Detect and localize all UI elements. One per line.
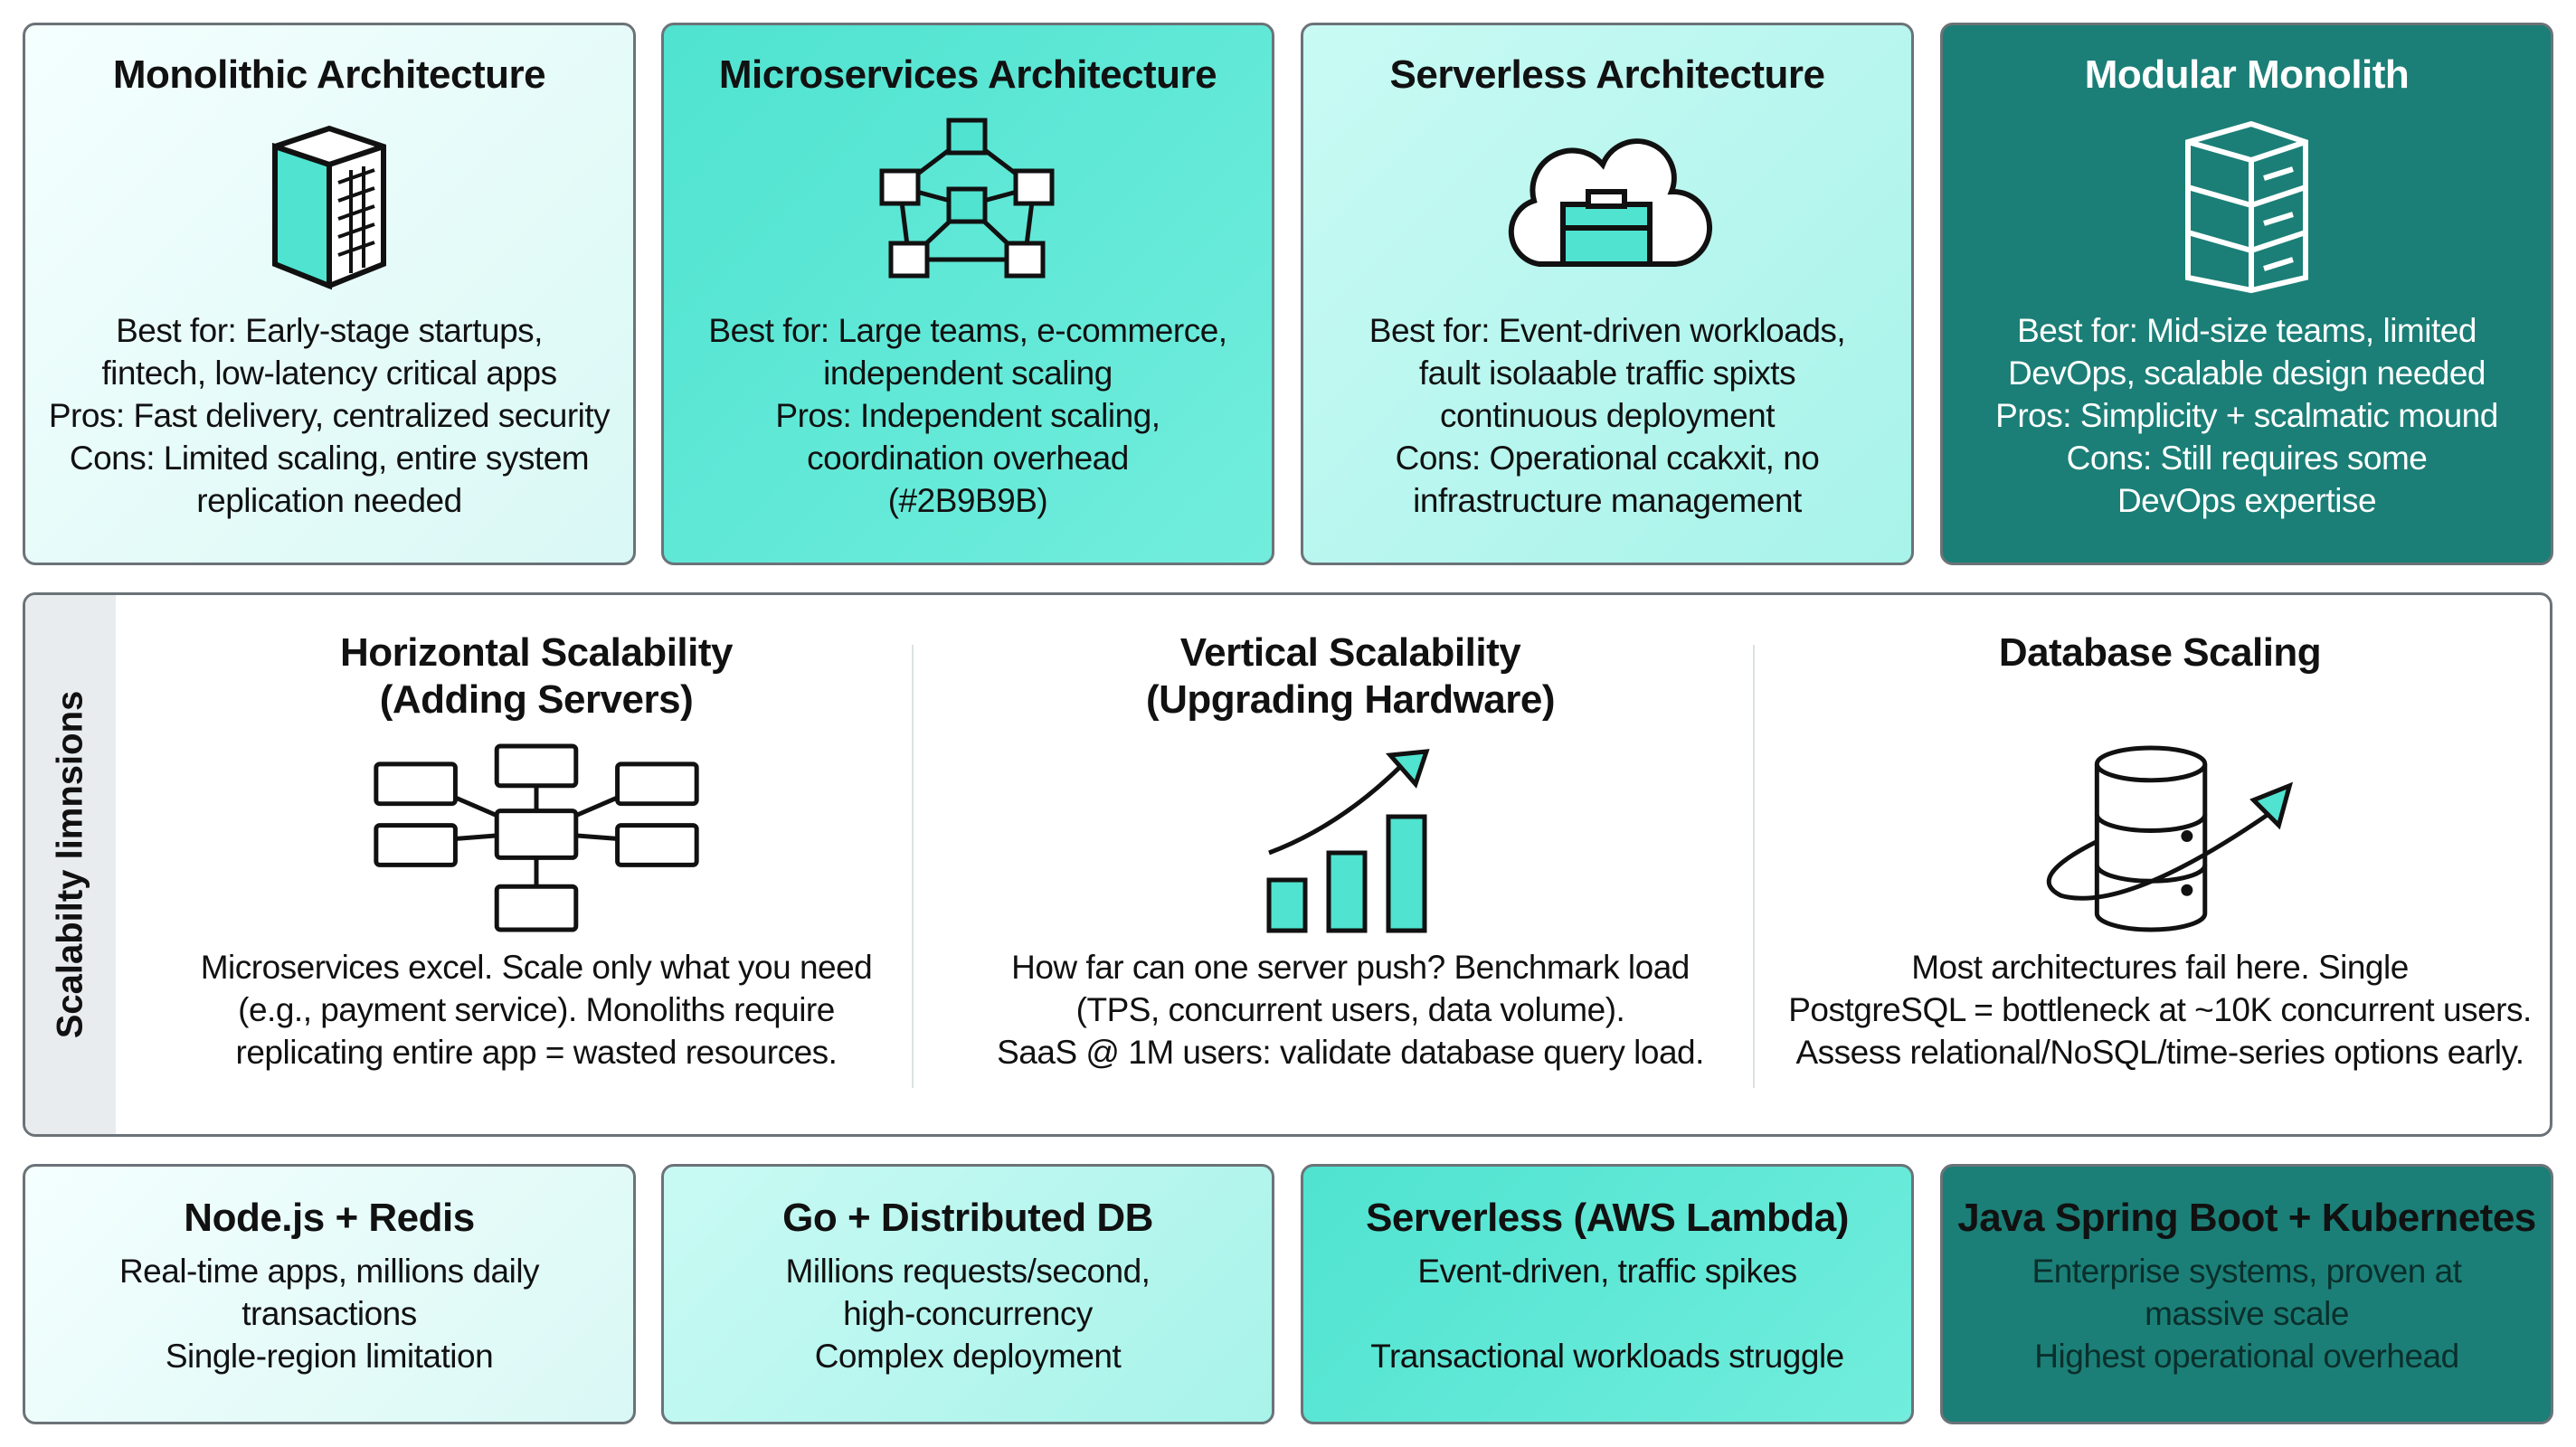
stack-line: Real-time apps, millions daily — [118, 1253, 540, 1290]
card-line: replication needed — [196, 482, 462, 519]
card-line: Best for: Mid-size teams, limited — [2017, 312, 2477, 349]
column-line: PostgreSQL = bottleneck at ~10K concurre… — [1788, 991, 2532, 1028]
card-title: Serverless Architecture — [1389, 52, 1825, 97]
column-title: Horizontal Scalability — [340, 630, 733, 675]
stack-line: Event-driven, traffic spikes — [1417, 1253, 1797, 1290]
stack-title: Java Spring Boot + Kubernetes — [1957, 1196, 2536, 1240]
column-line: replicating entire app = wasted resource… — [235, 1034, 838, 1071]
stack-line: Enterprise systems, proven at — [2031, 1253, 2462, 1290]
card-line: continuous deployment — [1439, 397, 1776, 434]
horizontal-scalability: Horizontal Scalability(Adding Servers) M… — [134, 595, 939, 1134]
stack-line-spacer — [1370, 1292, 1844, 1335]
database-scaling: Database Scaling Most architectures fail… — [1771, 595, 2549, 1134]
card-line: Cons: Limited scaling, entire system — [69, 440, 590, 477]
stack-line: Millions requests/second, — [785, 1253, 1151, 1290]
card-line: Cons: Operational ccakxit, no — [1395, 440, 1820, 477]
card-line: infrastructure management — [1413, 482, 1802, 519]
card-title: Microservices Architecture — [718, 52, 1217, 97]
stack-serverless-lambda: Serverless (AWS Lambda) Event-driven, tr… — [1301, 1164, 1914, 1424]
card-monolithic: Monolithic Architecture Best for: Early-… — [23, 23, 636, 565]
card-line: Pros: Fast delivery, centralized securit… — [48, 397, 611, 434]
card-line: fault isolaable traffic spixts — [1418, 355, 1796, 392]
stack-title: Serverless (AWS Lambda) — [1366, 1196, 1849, 1240]
stack-title: Node.js + Redis — [184, 1196, 475, 1240]
card-line: (#2B9B9B) — [887, 482, 1048, 519]
stack-line: Single-region limitation — [165, 1338, 494, 1375]
column-line: Most architectures fail here. Single — [1911, 949, 2409, 986]
stack-line: high-concurrency — [843, 1295, 1093, 1332]
card-line: Best for: Event-driven workloads, — [1368, 312, 1846, 349]
growth-bar-chart-icon — [1260, 740, 1441, 939]
column-title: Database Scaling — [1998, 630, 2322, 675]
card-line: Pros: Simplicity + scalmatic mound — [1995, 397, 2498, 434]
side-label-strip: Scalabilty limnsions — [25, 595, 116, 1134]
column-line: (e.g., payment service). Monoliths requi… — [238, 991, 835, 1028]
stack-java-spring-kubernetes: Java Spring Boot + Kubernetes Enterprise… — [1940, 1164, 2553, 1424]
column-line: How far can one server push? Benchmark l… — [1011, 949, 1690, 986]
card-line: coordination overhead — [807, 440, 1129, 477]
card-line: DevOps, scalable design needed — [2007, 355, 2486, 392]
column-line: Microservices excel. Scale only what you… — [200, 949, 873, 986]
card-title: Modular Monolith — [2084, 52, 2410, 97]
column-divider — [912, 645, 914, 1088]
stack-line: Highest operational overhead — [2034, 1338, 2459, 1375]
card-line: independent scaling — [823, 355, 1113, 392]
stacked-modules-icon — [2170, 110, 2324, 300]
column-title: (Adding Servers) — [379, 677, 694, 722]
column-divider — [1753, 645, 1755, 1088]
stack-line: massive scale — [2145, 1295, 2349, 1332]
vertical-scalability: Vertical Scalability(Upgrading Hardware)… — [939, 595, 1762, 1134]
stack-go-distributed-db: Go + Distributed DB Millions requests/se… — [661, 1164, 1274, 1424]
stack-line: Transactional workloads struggle — [1370, 1338, 1844, 1375]
column-line: SaaS @ 1M users: validate database query… — [997, 1034, 1704, 1071]
cloud-server-icon — [1494, 110, 1720, 300]
column-line: (TPS, concurrent users, data volume). — [1075, 991, 1625, 1028]
card-line: fintech, low-latency critical apps — [101, 355, 557, 392]
server-network-icon — [365, 740, 708, 939]
card-line: DevOps expertise — [2117, 482, 2377, 519]
column-line: Assess relational/NoSQL/time-series opti… — [1795, 1034, 2524, 1071]
stack-line: transactions — [242, 1295, 417, 1332]
card-line: Cons: Still requires some — [2066, 440, 2428, 477]
card-line: Best for: Early-stage startups, — [116, 312, 543, 349]
card-title: Monolithic Architecture — [112, 52, 546, 97]
building-icon — [266, 110, 393, 300]
database-orbit-icon — [2015, 740, 2305, 939]
network-cubes-icon — [846, 110, 1090, 300]
card-serverless: Serverless Architecture Best for: Event-… — [1301, 23, 1914, 565]
stack-title: Go + Distributed DB — [782, 1196, 1153, 1240]
column-title: (Upgrading Hardware) — [1145, 677, 1556, 722]
card-line: Pros: Independent scaling, — [775, 397, 1160, 434]
side-label: Scalabilty limnsions — [50, 690, 90, 1039]
card-microservices: Microservices Architecture Best for: Lar… — [661, 23, 1274, 565]
card-line: Best for: Large teams, e-commerce, — [708, 312, 1227, 349]
card-modular-monolith: Modular Monolith Best for: Mid-size team… — [1940, 23, 2553, 565]
stack-nodejs-redis: Node.js + Redis Real-time apps, millions… — [23, 1164, 636, 1424]
scalability-panel: Scalabilty limnsions Horizontal Scalabil… — [23, 592, 2552, 1137]
column-title: Vertical Scalability — [1179, 630, 1521, 675]
stack-line: Complex deployment — [814, 1338, 1122, 1375]
